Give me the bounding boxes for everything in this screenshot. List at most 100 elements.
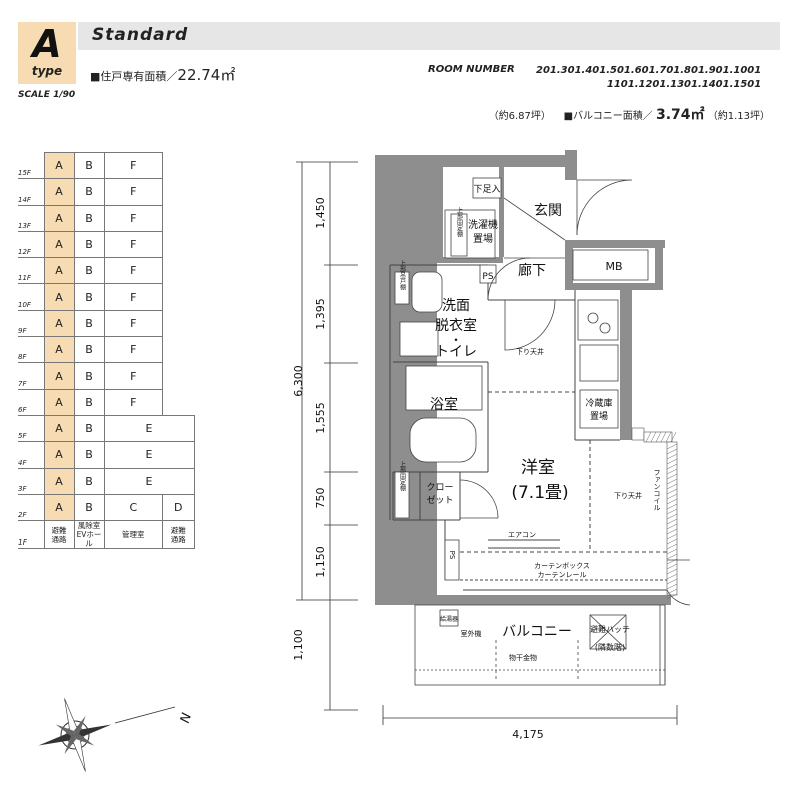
fridge-area bbox=[579, 389, 619, 429]
label-reizouko-2: 置場 bbox=[590, 410, 608, 422]
wall-hatch-line bbox=[666, 568, 678, 575]
floor-unit-cell: F bbox=[103, 230, 164, 259]
label-mb: MB bbox=[605, 260, 622, 273]
label-monohoshi: 物干金物 bbox=[509, 653, 537, 662]
label-hatch-1: 避難ハッチ bbox=[590, 624, 630, 634]
wall-hatch-line bbox=[666, 583, 678, 590]
floor-unit-cell: F bbox=[103, 388, 164, 416]
wall-hatch-line bbox=[666, 463, 678, 470]
floor-unit-cell: 風除室 EVホール bbox=[73, 520, 105, 550]
floor-unit-cell: F bbox=[103, 178, 164, 206]
floor-unit-cell: B bbox=[73, 493, 105, 522]
floor-unit-cell: F bbox=[103, 336, 164, 364]
doors bbox=[459, 179, 691, 606]
balcony-label: ■バルコニー面積／ bbox=[563, 111, 653, 122]
floor-unit-cell: A bbox=[43, 178, 75, 206]
compass-icon bbox=[38, 698, 176, 772]
floor-label: 9F bbox=[18, 310, 44, 338]
floor-label: 4F bbox=[18, 441, 44, 469]
label-sagari-tenjou: 下り天井 bbox=[516, 347, 544, 356]
floor-label: 1F bbox=[18, 520, 44, 550]
dim-seg-4: 750 bbox=[314, 488, 327, 509]
floor-unit-cell: A bbox=[43, 151, 75, 180]
wall-hatch-line bbox=[666, 538, 678, 545]
floor-label: 13F bbox=[18, 205, 44, 232]
closet-door bbox=[459, 479, 499, 519]
room-number-label: ROOM NUMBER bbox=[428, 64, 515, 75]
toilet bbox=[411, 271, 443, 313]
room-numbers: 201.301.401.501.601.701.801.901.1001 110… bbox=[536, 64, 761, 92]
dim-seg-3: 1,555 bbox=[314, 402, 327, 434]
wall-hatch-line bbox=[660, 431, 667, 443]
balcony bbox=[414, 604, 666, 686]
upper-shelf bbox=[394, 271, 410, 305]
label-fan-coil: ファンコイル bbox=[653, 469, 661, 511]
wall-hatch-line bbox=[666, 453, 678, 460]
shoe-box bbox=[472, 177, 502, 199]
bathtub bbox=[409, 417, 477, 463]
dim-total-height: 6,300 bbox=[292, 365, 305, 397]
balcony-value: 3.74㎡ bbox=[656, 107, 705, 123]
label-closet-1: クロー bbox=[426, 482, 453, 493]
wall-hatch-line bbox=[666, 443, 678, 450]
floor-unit-cell: B bbox=[73, 151, 105, 180]
label-shoe-box: 下足入 bbox=[473, 184, 500, 195]
floor-label: 5F bbox=[18, 415, 44, 443]
floor-unit-cell: F bbox=[103, 283, 164, 311]
label-reizouko-1: 冷蔵庫 bbox=[585, 397, 612, 409]
label-genkan: 玄関 bbox=[534, 202, 562, 219]
area-info: ■住戸専有面積／22.74㎡ bbox=[90, 64, 235, 85]
floor-label: 8F bbox=[18, 336, 44, 364]
floor-label: 10F bbox=[18, 283, 44, 311]
floor-label: 12F bbox=[18, 231, 44, 259]
floor-unit-cell: A bbox=[43, 467, 75, 495]
wall-hatch-line bbox=[666, 513, 678, 520]
wall-hatch-line bbox=[666, 478, 678, 485]
wall-hatch-line bbox=[666, 508, 678, 515]
ps2-box bbox=[444, 539, 460, 581]
entrance-door bbox=[576, 179, 633, 236]
wall-hatch-line bbox=[666, 503, 678, 510]
wall-hatch-line bbox=[666, 548, 678, 555]
label-yokushitsu: 浴室 bbox=[430, 396, 458, 413]
floor-unit-cell: 避難 通路 bbox=[43, 520, 75, 550]
kitchen-shelf bbox=[579, 344, 619, 382]
label-balcony: バルコニー bbox=[502, 624, 572, 640]
type-letter: A bbox=[32, 22, 62, 66]
ps-box bbox=[479, 264, 497, 284]
floor-unit-cell: E bbox=[103, 467, 195, 495]
label-upper-cabinet: 上部吊戸棚 bbox=[399, 259, 406, 291]
wall-hatch-line bbox=[666, 523, 678, 530]
room-numbers-line2: 1101.1201.1301.1401.1501 bbox=[606, 79, 762, 90]
floor-unit-cell: B bbox=[73, 178, 105, 206]
water-heater bbox=[439, 609, 459, 627]
plan-name: Standard bbox=[92, 25, 189, 45]
wall-hatch-line bbox=[666, 483, 678, 490]
wall-hatch-line bbox=[666, 493, 678, 500]
wall-hatch-line bbox=[666, 543, 678, 550]
fixtures bbox=[394, 177, 649, 581]
label-ps: PS bbox=[482, 272, 493, 282]
floor-label: 3F bbox=[18, 468, 44, 495]
dim-seg-1: 1,450 bbox=[314, 197, 327, 229]
floor-unit-cell: A bbox=[43, 414, 75, 443]
wall-hatch-line bbox=[650, 431, 657, 443]
type-word: type bbox=[31, 64, 63, 78]
label-closet-shelf: 上部固定棚 bbox=[399, 460, 406, 492]
vanity bbox=[399, 321, 439, 357]
wall-hatch-line bbox=[670, 431, 677, 443]
floor-unit-cell: F bbox=[103, 362, 164, 390]
floor-label: 15F bbox=[18, 152, 44, 180]
